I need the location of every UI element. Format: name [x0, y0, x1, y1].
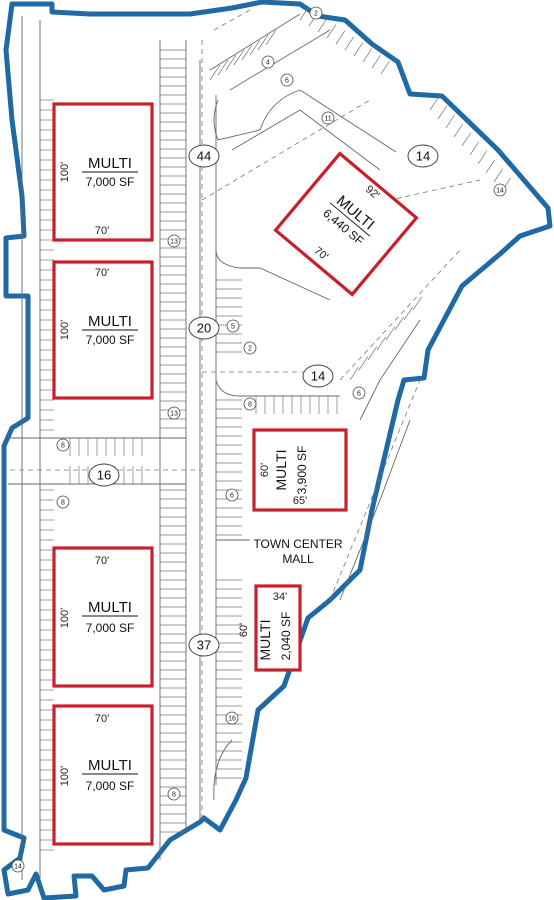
svg-text:37: 37: [197, 637, 211, 652]
building-b2-width: 70': [95, 267, 109, 279]
building-b4-area: 3,900 SF: [295, 446, 309, 495]
stall-count-14: 14: [493, 183, 507, 197]
svg-text:2: 2: [248, 345, 252, 352]
svg-text:44: 44: [197, 148, 211, 163]
building-b6-area: 2,040 SF: [279, 612, 293, 661]
building-b7-name: MULTI: [88, 757, 132, 774]
stall-count-8: 8: [56, 495, 70, 509]
svg-text:20: 20: [197, 320, 211, 335]
stall-count-11: 11: [321, 111, 335, 125]
stall-count-5: 5: [226, 319, 240, 333]
building-b1-area: 7,000 SF: [86, 175, 135, 189]
svg-text:13: 13: [170, 410, 178, 417]
parking-total-37: 37: [188, 633, 220, 657]
svg-text:8: 8: [61, 442, 65, 449]
svg-text:14: 14: [416, 148, 430, 163]
stall-count-2: 2: [243, 341, 257, 355]
stall-count-6: 6: [280, 73, 294, 87]
svg-text:16: 16: [228, 715, 236, 722]
svg-text:4: 4: [266, 59, 270, 66]
svg-text:14: 14: [14, 863, 22, 870]
building-b7-area: 7,000 SF: [86, 779, 135, 793]
svg-text:2: 2: [314, 10, 318, 17]
mall-label-line2: MALL: [282, 552, 314, 566]
building-b6-name: MULTI: [257, 620, 273, 661]
stall-count-8: 8: [56, 438, 70, 452]
building-b2-area: 7,000 SF: [86, 333, 135, 347]
svg-text:5: 5: [231, 323, 235, 330]
building-b4-name: MULTI: [273, 450, 289, 491]
svg-text:13: 13: [170, 238, 178, 245]
parking-total-14: 14: [302, 364, 334, 388]
drive-aisles: [8, 13, 421, 880]
building-b5-depth: 100': [59, 608, 71, 628]
building-b5-name: MULTI: [88, 599, 132, 616]
stall-count-4: 4: [261, 55, 275, 69]
building-b1[interactable]: MULTI 7,000 SF 100' 70': [52, 102, 154, 242]
mall-label-line1: TOWN CENTER: [253, 537, 342, 551]
building-b6[interactable]: 34' MULTI 2,040 SF 60': [238, 584, 302, 672]
building-b7-depth: 100': [59, 766, 71, 786]
building-b5[interactable]: 70' MULTI 7,000 SF 100': [52, 546, 154, 688]
stall-counts: 2 4 6 11 14 13 5 2 8 6 13 8 8 6 16 8 14: [11, 6, 507, 873]
building-b1-depth: 100': [59, 162, 71, 182]
stall-count-13: 13: [167, 234, 181, 248]
parking-totals: 44 14 20 14 16 37: [88, 144, 439, 657]
building-b6-width: 34': [273, 591, 287, 603]
stall-count-8: 8: [243, 397, 257, 411]
stall-count-16: 16: [225, 711, 239, 725]
building-b2-depth: 100': [59, 320, 71, 340]
svg-text:6: 6: [230, 492, 234, 499]
svg-text:6: 6: [285, 77, 289, 84]
stall-count-2: 2: [309, 6, 323, 20]
building-b4-depth: 60': [259, 463, 271, 477]
building-b1-name: MULTI: [88, 155, 132, 172]
stall-count-14: 14: [11, 859, 25, 873]
svg-text:8: 8: [248, 401, 252, 408]
svg-text:11: 11: [324, 115, 331, 122]
stall-count-13: 13: [167, 406, 181, 420]
svg-text:8: 8: [61, 499, 65, 506]
stall-count-8: 8: [167, 787, 181, 801]
parking-total-14: 14: [407, 144, 439, 168]
building-b4[interactable]: MULTI 3,900 SF 60' 65': [252, 428, 348, 512]
svg-text:16: 16: [97, 467, 111, 482]
building-b1-width: 70': [95, 225, 109, 237]
stall-count-6: 6: [352, 386, 366, 400]
svg-text:14: 14: [311, 368, 325, 383]
building-b7[interactable]: 70' MULTI 7,000 SF 100': [52, 704, 154, 846]
svg-text:8: 8: [172, 791, 176, 798]
stall-count-6: 6: [225, 488, 239, 502]
building-b3[interactable]: MULTI 6,440 SF 92' 70': [273, 151, 419, 297]
svg-text:6: 6: [357, 390, 361, 397]
building-b7-width: 70': [95, 713, 109, 725]
parking-total-16: 16: [88, 463, 120, 487]
building-b4-width: 65': [293, 495, 307, 507]
building-b2[interactable]: 70' MULTI 7,000 SF 100': [52, 260, 154, 400]
building-b5-width: 70': [95, 555, 109, 567]
building-b5-area: 7,000 SF: [86, 621, 135, 635]
building-b6-depth: 60': [238, 623, 250, 637]
building-b2-name: MULTI: [88, 313, 132, 330]
parking-total-20: 20: [188, 316, 220, 340]
parking-total-44: 44: [188, 144, 220, 168]
svg-text:14: 14: [496, 187, 504, 194]
